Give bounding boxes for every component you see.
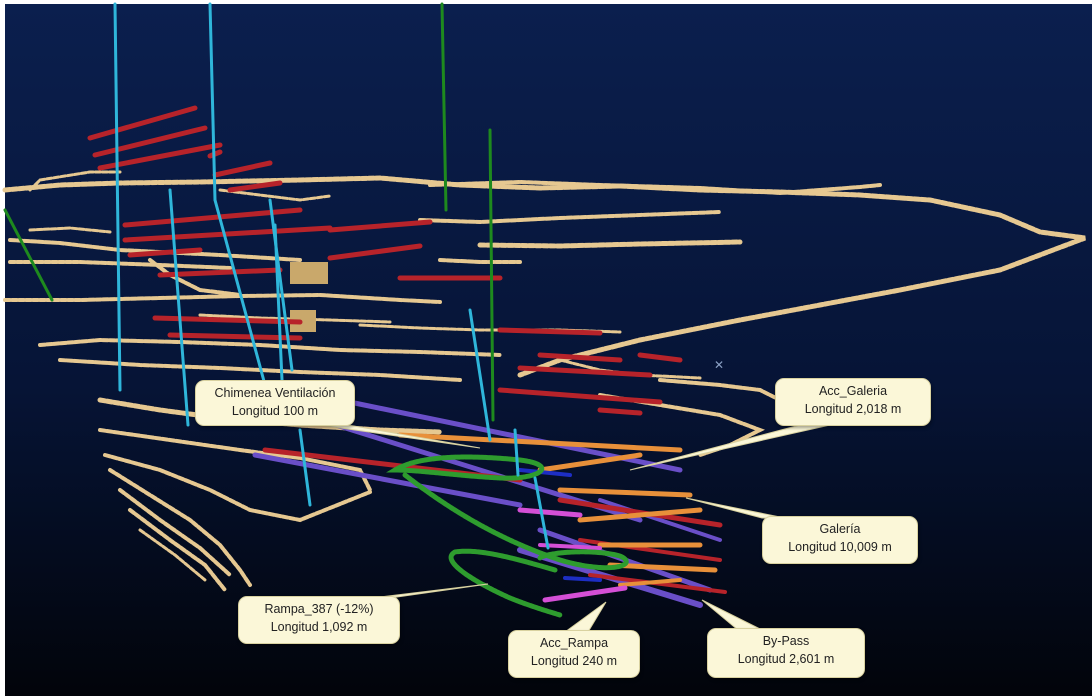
callout-chimenea-length: Longitud 100 m	[231, 404, 319, 418]
callout-chimenea-ventilacion: Chimenea Ventilación Longitud 100 m	[195, 380, 355, 426]
callout-acc-rampa-name: Acc_Rampa	[539, 636, 609, 650]
callout-galeria-name: Galería	[819, 522, 861, 536]
crosshair-icon: ✕	[714, 358, 725, 372]
callout-galeria: Galería Longitud 10,009 m	[762, 516, 918, 564]
callout-rampa-name: Rampa_387 (-12%)	[264, 602, 374, 616]
callout-acc-rampa-length: Longitud 240 m	[530, 654, 618, 668]
red-levels	[87, 105, 683, 416]
callout-acc-rampa: Acc_Rampa Longitud 240 m	[508, 630, 640, 678]
scene-background	[5, 4, 1092, 696]
boreholes	[3, 2, 495, 422]
callout-galeria-length: Longitud 10,009 m	[788, 540, 892, 554]
callout-chimenea-name: Chimenea Ventilación	[214, 386, 336, 400]
callout-acc-galeria-name: Acc_Galeria	[818, 384, 888, 398]
callout-rampa: Rampa_387 (-12%) Longitud 1,092 m	[238, 596, 400, 644]
callout-bypass: By-Pass Longitud 2,601 m	[707, 628, 865, 678]
ramp-spiral	[385, 454, 629, 618]
callout-rampa-length: Longitud 1,092 m	[270, 620, 368, 634]
chimneys	[113, 2, 550, 550]
callout-bypass-length: Longitud 2,601 m	[737, 652, 835, 666]
callout-acc-galeria-length: Longitud 2,018 m	[804, 402, 902, 416]
callout-pointers	[319, 424, 831, 633]
callout-acc-galeria: Acc_Galeria Longitud 2,018 m	[775, 378, 931, 426]
callout-bypass-name: By-Pass	[762, 634, 810, 648]
